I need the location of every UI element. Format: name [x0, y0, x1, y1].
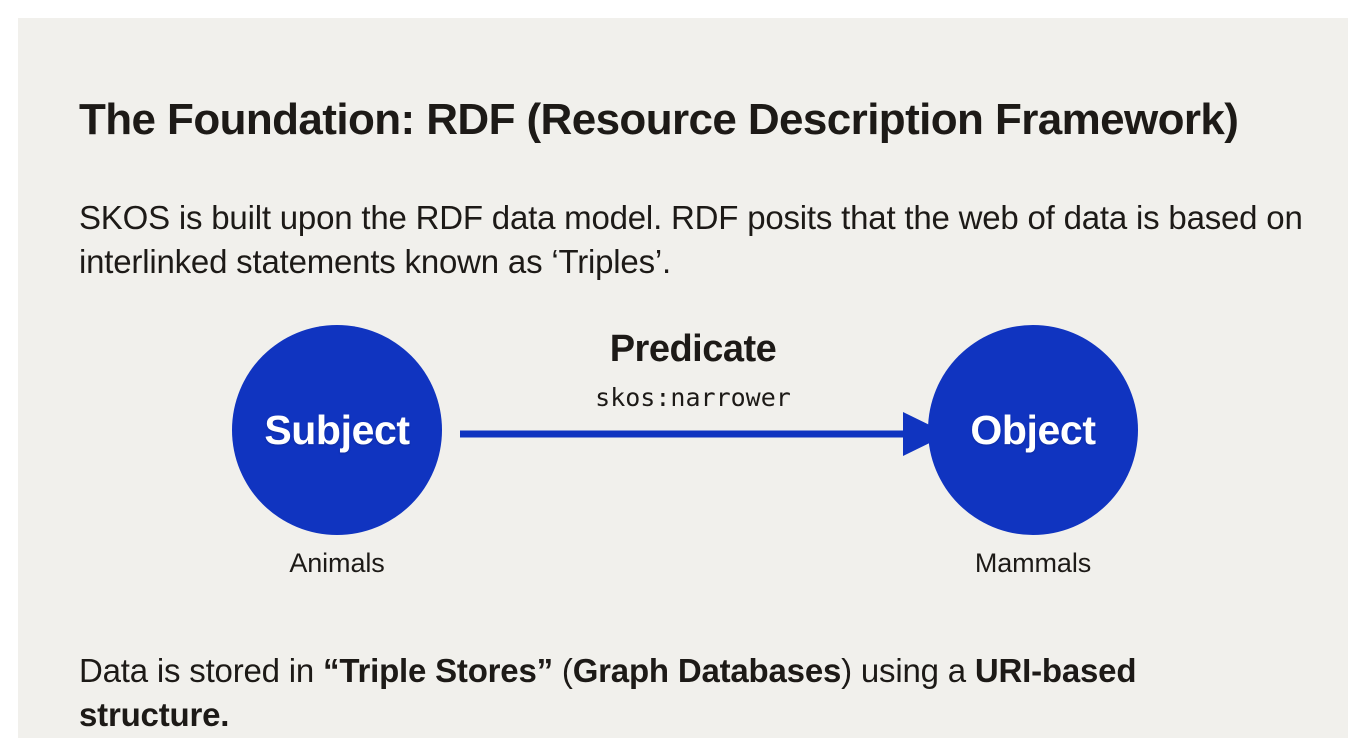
rdf-triple-diagram: Subject Animals Predicate skos:narrower …: [18, 298, 1348, 598]
predicate-uri-label: skos:narrower: [595, 383, 791, 412]
closing-text-4-bold: Graph Databases: [572, 652, 842, 689]
page-title: The Foundation: RDF (Resource Descriptio…: [79, 95, 1239, 145]
predicate-title: Predicate: [609, 328, 777, 370]
object-node-label: Object: [970, 406, 1096, 453]
closing-text-2-bold: “Triple Stores”: [323, 652, 553, 689]
closing-text-1: Data is stored in: [79, 652, 324, 689]
intro-paragraph: SKOS is built upon the RDF data model. R…: [79, 199, 1303, 281]
predicate-group: Predicate skos:narrower: [438, 298, 948, 458]
closing-text-3: (: [552, 652, 573, 689]
object-node: Object: [928, 325, 1138, 535]
subject-caption: Animals: [289, 548, 385, 578]
predicate-arrow-icon: [460, 412, 948, 456]
closing-paragraph: Data is stored in “Triple Stores” (Graph…: [79, 649, 1259, 737]
slide-card: The Foundation: RDF (Resource Descriptio…: [18, 18, 1348, 738]
subject-node: Subject: [232, 325, 442, 535]
closing-text-6-bold: URI-based structure.: [79, 652, 1137, 734]
subject-node-label: Subject: [264, 406, 410, 453]
object-caption: Mammals: [974, 548, 1092, 578]
closing-text-5: ) using a: [841, 652, 975, 689]
